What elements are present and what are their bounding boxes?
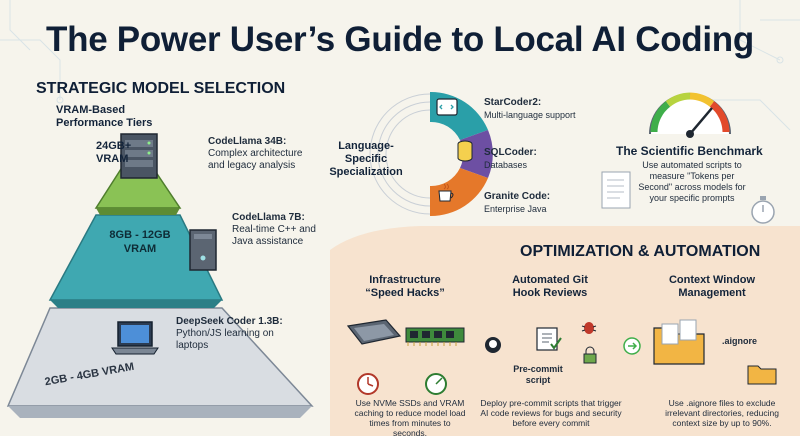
language-starcoder-desc: Multi-language support [484, 110, 576, 120]
small-folder-icon [747, 365, 777, 385]
tier-top-description: CodeLlama 34B: Complex architecture and … [208, 136, 308, 172]
tier-middle-description: CodeLlama 7B: Real-time C++ and Java ass… [232, 212, 322, 248]
tier-bottom-description: DeepSeek Coder 1.3B: Python/JS learning … [176, 316, 306, 352]
server-rack-icon [120, 133, 158, 179]
pre-commit-label: Pre-commit script [513, 364, 563, 385]
ram-module-icon [405, 327, 465, 346]
language-sqlcoder-name: SQLCoder: [484, 147, 537, 158]
context-window-description: Use .aignore files to exclude irrelevant… [665, 398, 779, 428]
speedometer-icon [649, 92, 731, 138]
tier-bottom-model: DeepSeek Coder 1.3B: [176, 316, 283, 327]
folder-icon [653, 319, 705, 365]
tier-top-desc: Complex architecture and legacy analysis [208, 148, 303, 171]
speed-hacks-description: Use NVMe SSDs and VRAM caching to reduce… [354, 398, 466, 436]
tier-bottom-desc: Python/JS learning on laptops [176, 328, 274, 351]
language-item-sqlcoder: SQLCoder: Databases [484, 146, 594, 171]
checklist-document-icon [601, 171, 631, 209]
language-item-starcoder: StarCoder2: Multi-language support [484, 96, 594, 121]
language-starcoder-name: StarCoder2: [484, 97, 542, 108]
wheel-segment-granite [430, 168, 488, 217]
context-window-title: Context Window Management [668, 274, 756, 299]
flow-arrow-icon [623, 337, 641, 355]
desktop-tower-icon [189, 229, 217, 271]
tier-middle-desc: Real-time C++ and Java assistance [232, 224, 316, 247]
optimization-heading: OPTIMIZATION & AUTOMATION [520, 243, 761, 260]
aignore-label: .aignore [722, 336, 758, 346]
security-lock-icon [583, 346, 597, 364]
git-hook-description: Deploy pre-commit scripts that trigger A… [480, 398, 622, 428]
vram-pyramid [6, 160, 314, 418]
ssd-icon [346, 319, 402, 345]
language-granite-name: Granite Code: [484, 191, 551, 202]
tier-middle-vram: 8GB - 12GB VRAM [109, 229, 171, 255]
language-heading: Language-Specific Specialization [329, 140, 403, 178]
tier-top-vram: 24GB+ VRAM [96, 140, 132, 165]
speed-hacks-title: Infrastructure “Speed Hacks” [365, 274, 445, 299]
stopwatch-icon [751, 196, 775, 224]
fast-gauge-icon [425, 373, 447, 395]
strategic-subheading: VRAM-Based Performance Tiers [56, 104, 153, 129]
code-review-icon [536, 327, 562, 351]
language-sqlcoder-desc: Databases [484, 160, 528, 170]
page-title: The Power User’s Guide to Local AI Codin… [46, 20, 754, 59]
slow-clock-icon [357, 373, 379, 395]
code-window-icon [436, 98, 458, 116]
language-item-granite: Granite Code: Enterprise Java [484, 190, 594, 215]
java-cup-icon [438, 183, 454, 202]
benchmark-description: Use automated scripts to measure "Tokens… [638, 160, 746, 203]
laptop-icon [111, 321, 159, 355]
language-granite-desc: Enterprise Java [484, 204, 547, 214]
database-icon [457, 140, 473, 162]
benchmark-heading: The Scientific Benchmark [616, 144, 763, 158]
github-icon [485, 337, 501, 353]
strategic-heading: STRATEGIC MODEL SELECTION [36, 80, 286, 97]
tier-top-model: CodeLlama 34B: [208, 136, 287, 147]
bug-icon [581, 322, 597, 334]
tier-middle-model: CodeLlama 7B: [232, 212, 305, 223]
git-hook-title: Automated Git Hook Reviews [512, 274, 588, 299]
